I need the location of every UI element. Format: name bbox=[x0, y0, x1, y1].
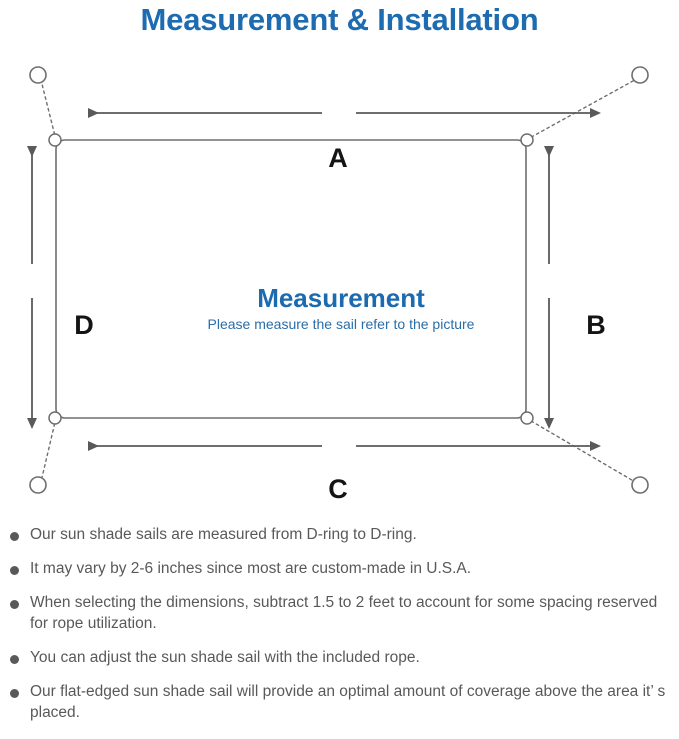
anchor-point-top-right bbox=[631, 66, 649, 84]
shade-sail-measurement-diagram: Measurement Please measure the sail refe… bbox=[0, 48, 679, 518]
bullet-icon bbox=[10, 655, 19, 664]
bullet-icon bbox=[10, 566, 19, 575]
list-item: When selecting the dimensions, subtract … bbox=[0, 592, 679, 634]
rope-line-bottom-right bbox=[525, 417, 643, 487]
list-item: You can adjust the sun shade sail with t… bbox=[0, 647, 679, 668]
list-item: Our flat-edged sun shade sail will provi… bbox=[0, 681, 679, 723]
dimension-label-b: B bbox=[586, 310, 606, 340]
note-text: It may vary by 2-6 inches since most are… bbox=[30, 560, 472, 577]
page-title: Measurement & Installation bbox=[140, 2, 539, 37]
notes-list: Our sun shade sails are measured from D-… bbox=[0, 524, 679, 736]
bullet-icon bbox=[10, 689, 19, 698]
list-item: Our sun shade sails are measured from D-… bbox=[0, 524, 679, 545]
note-text: Our sun shade sails are measured from D-… bbox=[30, 526, 417, 543]
dimension-label-d: D bbox=[74, 310, 94, 340]
d-ring-bottom-left bbox=[48, 411, 62, 425]
anchor-point-bottom-right bbox=[631, 476, 649, 494]
rope-line-top-left bbox=[39, 75, 57, 141]
note-text: Our flat-edged sun shade sail will provi… bbox=[30, 683, 666, 721]
dimension-label-c: C bbox=[328, 474, 348, 504]
note-text: You can adjust the sun shade sail with t… bbox=[30, 649, 420, 666]
bullet-icon bbox=[10, 600, 19, 609]
note-text: When selecting the dimensions, subtract … bbox=[30, 594, 658, 632]
sail-body bbox=[55, 139, 527, 419]
d-ring-top-right bbox=[520, 133, 534, 147]
dimension-label-a: A bbox=[328, 143, 348, 173]
d-ring-bottom-right bbox=[520, 411, 534, 425]
diagram-svg bbox=[27, 66, 649, 494]
bullet-icon bbox=[10, 532, 19, 541]
anchor-point-top-left bbox=[29, 66, 47, 84]
rope-line-top-right bbox=[525, 75, 643, 141]
d-ring-top-left bbox=[48, 133, 62, 147]
list-item: It may vary by 2-6 inches since most are… bbox=[0, 558, 679, 579]
anchor-point-bottom-left bbox=[29, 476, 47, 494]
rope-line-bottom-left bbox=[39, 417, 57, 487]
